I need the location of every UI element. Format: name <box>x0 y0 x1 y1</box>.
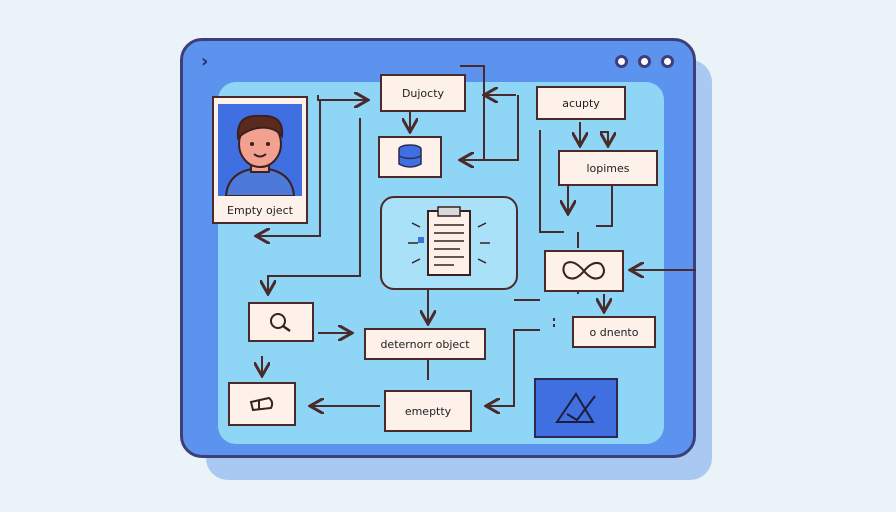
window-dot-1[interactable] <box>615 55 628 68</box>
node-search[interactable] <box>248 302 314 342</box>
node-triangle[interactable] <box>534 378 618 438</box>
triangle-check-icon <box>555 392 596 423</box>
profile-caption: Empty oject <box>227 204 293 217</box>
node-dnento-label: o dnento <box>589 325 639 339</box>
database-icon <box>398 144 422 168</box>
node-acupty-label: acupty <box>562 96 600 110</box>
node-lopimes[interactable]: lopimes <box>558 150 658 186</box>
node-dujocty[interactable]: Dujocty <box>380 74 466 112</box>
chevron-right-icon[interactable]: › <box>201 51 209 72</box>
node-database[interactable] <box>378 136 442 178</box>
node-deternorr-label: deternorr object <box>380 337 470 351</box>
node-acupty[interactable]: acupty <box>536 86 626 120</box>
node-emeptty-label: emeptty <box>404 404 452 418</box>
node-deternorr[interactable]: deternorr object <box>364 328 486 360</box>
avatar <box>218 104 302 196</box>
node-tag[interactable] <box>228 382 296 426</box>
node-dnento[interactable]: o dnento <box>572 316 656 348</box>
search-icon <box>270 313 291 333</box>
node-emeptty[interactable]: emeptty <box>384 390 472 432</box>
tag-icon <box>249 396 274 412</box>
node-link[interactable] <box>544 250 624 292</box>
node-document[interactable] <box>380 196 518 290</box>
link-icon <box>562 261 605 280</box>
node-lopimes-label: lopimes <box>586 161 630 175</box>
document-icon <box>408 206 490 276</box>
person-icon <box>224 114 296 196</box>
node-dujocty-label: Dujocty <box>401 86 445 100</box>
window-dot-2[interactable] <box>638 55 651 68</box>
window-dot-3[interactable] <box>661 55 674 68</box>
profile-card[interactable]: Empty oject <box>212 96 308 224</box>
